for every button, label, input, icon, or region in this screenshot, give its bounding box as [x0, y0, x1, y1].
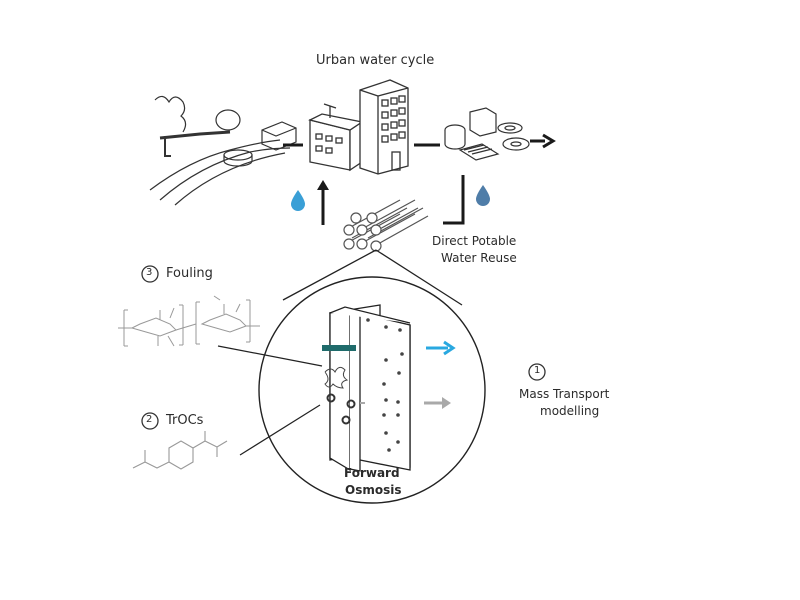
mass-transport-label-2: modelling: [540, 404, 600, 418]
outflow-arrow: [530, 133, 556, 149]
fo-label-2: Osmosis: [345, 483, 402, 497]
number-badges: [141, 265, 546, 430]
buildings-sketch: [308, 79, 409, 175]
zoom-circle: [258, 276, 486, 504]
water-drop-left-icon: [291, 190, 305, 211]
number-2: 2: [146, 414, 153, 425]
membrane-bundle: [343, 199, 429, 252]
trocs-label: TrOCs: [166, 413, 204, 428]
return-bracket: [443, 175, 465, 225]
fouling-label: Fouling: [166, 266, 213, 281]
diagram-title: Urban water cycle: [316, 53, 435, 68]
dpr-label-2: Water Reuse: [441, 251, 517, 265]
treatment-plant-sketch: [444, 107, 530, 161]
number-1: 1: [534, 365, 541, 376]
solute-dots: [366, 318, 404, 452]
fo-label-1: Forward: [344, 466, 400, 480]
troc-molecule: [132, 431, 228, 470]
fouling-molecule: [118, 295, 260, 347]
mass-transport-label-1: Mass Transport: [519, 387, 610, 401]
reuse-up-arrow: [317, 180, 329, 225]
foulant-sketch: [324, 366, 349, 389]
solute-flux-arrow: [360, 397, 451, 409]
troc-particles: [326, 393, 356, 425]
water-flux-arrow: [426, 340, 456, 356]
dpr-label-1: Direct Potable: [432, 234, 517, 248]
water-drop-right-icon: [476, 185, 490, 206]
landscape-sketch: [149, 95, 297, 206]
fouling-bar: [322, 345, 356, 351]
number-3: 3: [146, 267, 153, 278]
